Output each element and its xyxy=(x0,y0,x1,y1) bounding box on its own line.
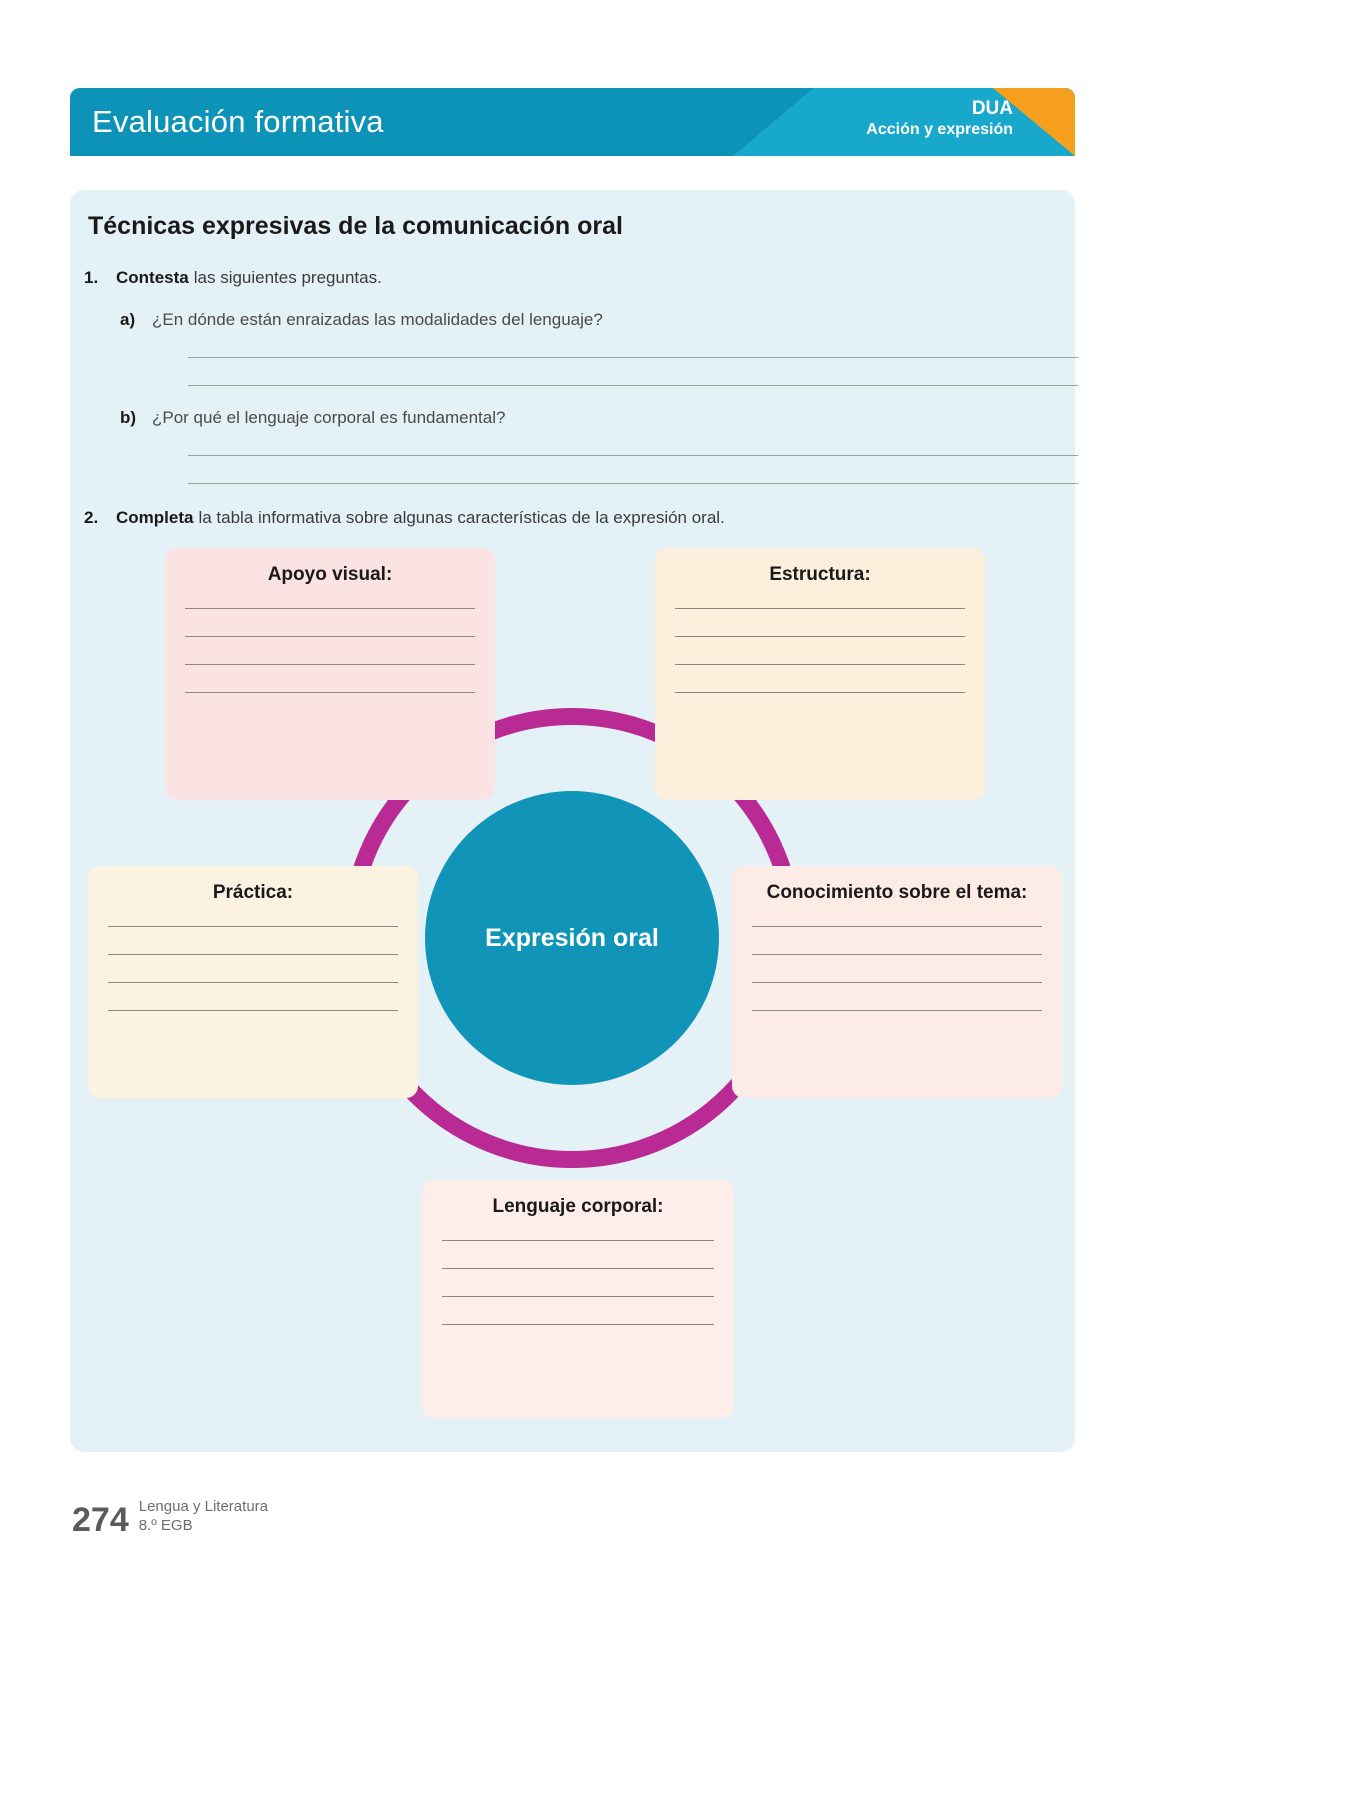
node-rule[interactable] xyxy=(675,664,965,665)
question-1b-prompt: b) ¿Por qué el lenguaje corporal es fund… xyxy=(120,408,1044,428)
diagram-center-label: Expresión oral xyxy=(485,923,659,952)
question-2-verb: Completa xyxy=(116,508,194,527)
node-label: Conocimiento sobre el tema: xyxy=(766,882,1028,903)
question-1b-letter: b) xyxy=(120,408,137,427)
answer-rule[interactable] xyxy=(188,385,1078,386)
diagram-node-practica: Práctica: xyxy=(88,866,418,1098)
node-answer-field[interactable] xyxy=(108,926,398,1011)
diagram-node-apoyo-visual: Apoyo visual: xyxy=(165,548,495,800)
diagram-node-lenguaje-corporal: Lenguaje corporal: xyxy=(422,1180,734,1418)
footer-subject: Lengua y Literatura xyxy=(138,1498,268,1515)
section-heading: Técnicas expresivas de la comunicación o… xyxy=(88,212,623,240)
dua-badge-title: DUA xyxy=(971,98,1013,119)
answer-rule[interactable] xyxy=(188,455,1078,456)
node-rule[interactable] xyxy=(185,664,475,665)
question-1a-text: ¿En dónde están enraizadas las modalidad… xyxy=(152,310,603,329)
answer-rule[interactable] xyxy=(188,483,1078,484)
question-2-number: 2. xyxy=(84,508,99,527)
node-rule[interactable] xyxy=(108,926,398,927)
diagram-node-conocimiento: Conocimiento sobre el tema: xyxy=(732,866,1062,1098)
content-panel: Técnicas expresivas de la comunicación o… xyxy=(70,190,1078,1452)
node-rule[interactable] xyxy=(675,608,965,609)
question-1a-letter: a) xyxy=(120,310,136,329)
node-label: Lenguaje corporal: xyxy=(492,1196,664,1217)
node-label: Práctica: xyxy=(212,882,294,903)
question-2-body: la tabla informativa sobre algunas carac… xyxy=(198,508,725,527)
node-rule[interactable] xyxy=(752,926,1042,927)
node-rule[interactable] xyxy=(675,636,965,637)
question-1-body: las siguientes preguntas. xyxy=(193,268,382,287)
page-header-banner: Evaluación formativa DUA Acción y expres… xyxy=(70,88,1075,156)
question-1a-prompt: a) ¿En dónde están enraizadas las modali… xyxy=(120,310,1044,330)
node-rule[interactable] xyxy=(442,1240,714,1241)
dua-badge-subtitle: Acción y expresión xyxy=(866,121,1013,139)
diagram-node-estructura: Estructura: xyxy=(655,548,985,800)
question-1-verb: Contesta xyxy=(116,268,189,287)
node-rule[interactable] xyxy=(108,954,398,955)
node-label: Apoyo visual: xyxy=(267,564,393,585)
node-answer-field[interactable] xyxy=(185,608,475,693)
node-rule[interactable] xyxy=(442,1324,714,1325)
page-footer: 274 Lengua y Literatura 8.º EGB xyxy=(72,1498,268,1537)
node-rule[interactable] xyxy=(752,982,1042,983)
node-rule[interactable] xyxy=(108,1010,398,1011)
answer-field-1b[interactable] xyxy=(188,455,1078,484)
diagram-center-node: Expresión oral xyxy=(425,791,719,1085)
node-rule[interactable] xyxy=(108,982,398,983)
page-number: 274 xyxy=(72,1500,129,1539)
node-rule[interactable] xyxy=(752,1010,1042,1011)
node-rule[interactable] xyxy=(442,1296,714,1297)
node-rule[interactable] xyxy=(185,636,475,637)
question-1-number: 1. xyxy=(84,268,99,287)
node-answer-field[interactable] xyxy=(442,1240,714,1325)
question-1b-text: ¿Por qué el lenguaje corporal es fundame… xyxy=(152,408,506,427)
answer-field-1a[interactable] xyxy=(188,357,1078,386)
node-rule[interactable] xyxy=(675,692,965,693)
dua-badge: DUA Acción y expresión xyxy=(866,97,1013,140)
node-answer-field[interactable] xyxy=(752,926,1042,1011)
node-label: Estructura: xyxy=(769,564,871,585)
page-title: Evaluación formativa xyxy=(92,104,384,139)
node-rule[interactable] xyxy=(185,692,475,693)
node-rule[interactable] xyxy=(442,1268,714,1269)
footer-book-info: Lengua y Literatura 8.º EGB xyxy=(139,1498,268,1537)
footer-grade: 8.º EGB xyxy=(138,1516,193,1534)
concept-map-diagram: Expresión oral Apoyo visual: Estructura:… xyxy=(70,548,1075,1438)
node-rule[interactable] xyxy=(185,608,475,609)
answer-rule[interactable] xyxy=(188,357,1078,358)
node-answer-field[interactable] xyxy=(675,608,965,693)
node-rule[interactable] xyxy=(752,954,1042,955)
header-dark-wedge xyxy=(70,88,814,156)
